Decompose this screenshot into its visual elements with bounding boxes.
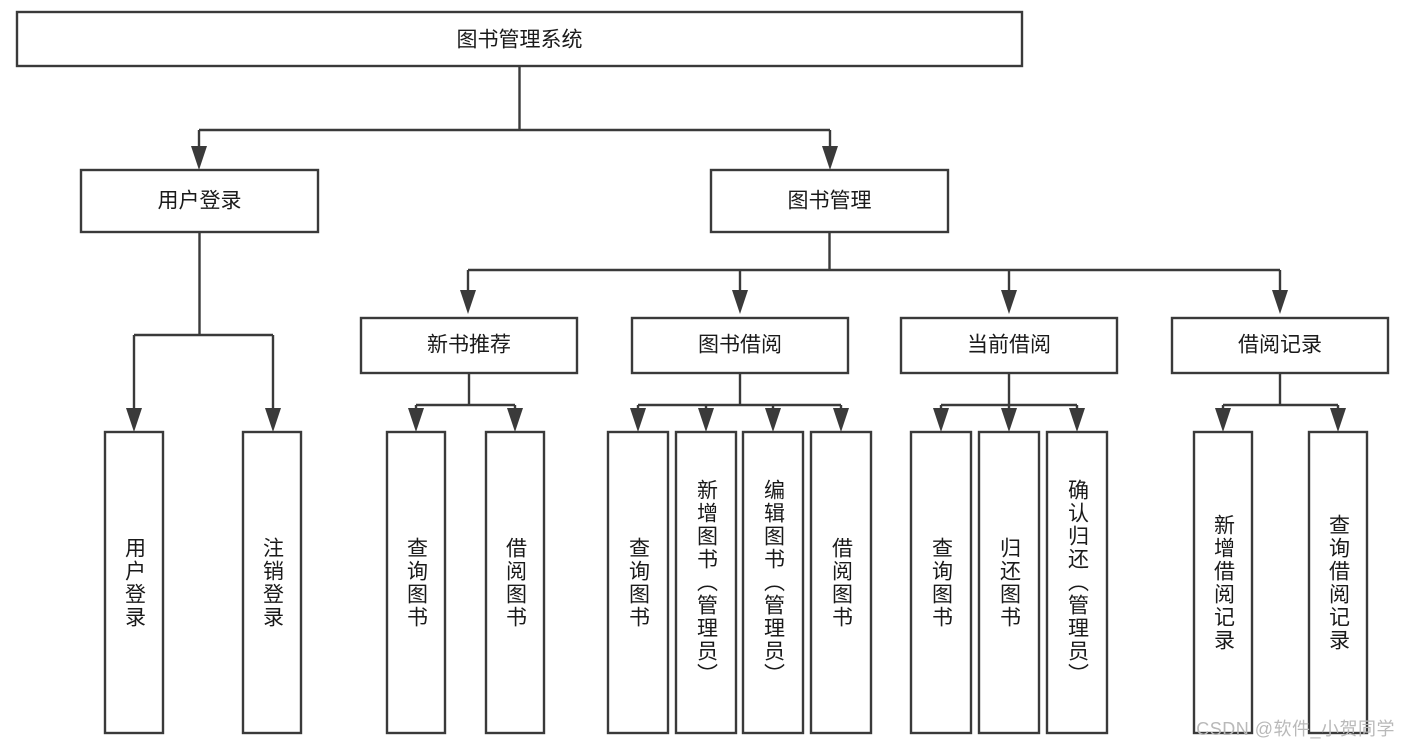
node-borrow-record-box[interactable]: [1170, 316, 1390, 375]
leaf-box-book-borrow-3[interactable]: [809, 430, 873, 735]
leaf-box-current-borrow-1[interactable]: [977, 430, 1041, 735]
leaf-box-borrow-record-0[interactable]: [1192, 430, 1254, 735]
arrow-br-leaf-1: [1330, 408, 1346, 432]
node-current-borrow-label: 当前借阅: [967, 334, 1051, 357]
leaf-box-new-book-1[interactable]: [484, 430, 546, 735]
arrow-cb-leaf-2: [1069, 408, 1085, 432]
arrow-nb-leaf-1: [507, 408, 523, 432]
leaf-box-book-borrow-0[interactable]: [606, 430, 670, 735]
leaf-box-book-borrow-1[interactable]: [674, 430, 738, 735]
arrow-bm-to-new-book: [460, 290, 476, 314]
node-root-label: 图书管理系统: [457, 29, 583, 52]
arrow-bm-to-current-borrow: [1001, 290, 1017, 314]
leaf-box-new-book-0[interactable]: [385, 430, 447, 735]
node-book-borrow-box[interactable]: [630, 316, 850, 375]
leaf-box-current-borrow-0[interactable]: [909, 430, 973, 735]
arrow-root-to-book-mgmt: [822, 146, 838, 170]
arrow-root-to-user-login: [191, 146, 207, 170]
arrow-bb-leaf-2: [765, 408, 781, 432]
arrow-bb-leaf-0: [630, 408, 646, 432]
arrow-bb-leaf-1: [698, 408, 714, 432]
leaf-box-borrow-record-1[interactable]: [1307, 430, 1369, 735]
node-current-borrow-box[interactable]: [899, 316, 1119, 375]
node-book-mgmt-label: 图书管理: [788, 190, 872, 213]
watermark-text: CSDN @软件_小贺同学: [1196, 719, 1395, 739]
leaf-box-book-borrow-2[interactable]: [741, 430, 805, 735]
arrow-cb-leaf-1: [1001, 408, 1017, 432]
node-book-mgmt-box[interactable]: [709, 168, 950, 234]
node-root-box[interactable]: [15, 10, 1024, 68]
node-user-login-label: 用户登录: [158, 190, 242, 213]
node-borrow-record-label: 借阅记录: [1238, 334, 1322, 357]
arrow-bm-to-book-borrow: [732, 290, 748, 314]
arrow-cb-leaf-0: [933, 408, 949, 432]
node-new-book-label: 新书推荐: [427, 334, 511, 357]
arrow-bb-leaf-3: [833, 408, 849, 432]
arrow-br-leaf-0: [1215, 408, 1231, 432]
arrow-user-login-leaf-1: [265, 408, 281, 432]
leaf-box-user-login-0[interactable]: [103, 430, 165, 735]
leaf-box-current-borrow-2[interactable]: [1045, 430, 1109, 735]
arrow-bm-to-borrow-record: [1272, 290, 1288, 314]
node-new-book-box[interactable]: [359, 316, 579, 375]
node-book-borrow-label: 图书借阅: [698, 334, 782, 357]
leaf-box-user-login-1[interactable]: [241, 430, 303, 735]
arrow-nb-leaf-0: [408, 408, 424, 432]
arrow-user-login-leaf-0: [126, 408, 142, 432]
